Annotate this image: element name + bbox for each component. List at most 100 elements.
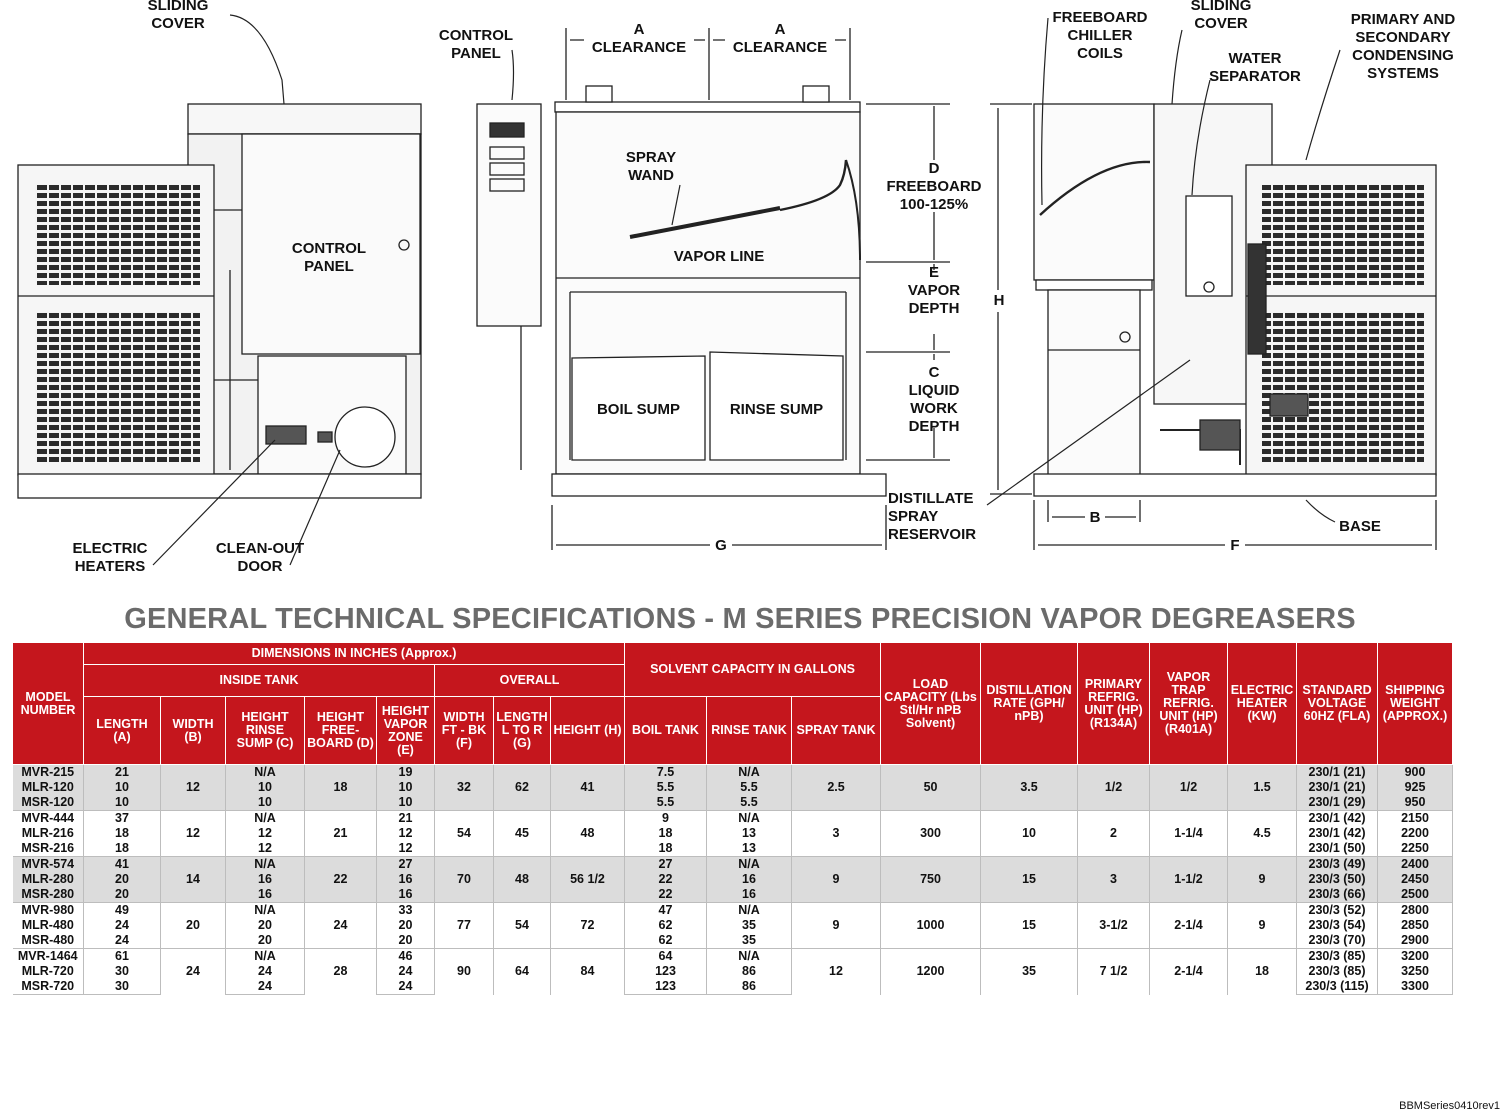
cell-shipping-weight: 925 xyxy=(1377,780,1454,795)
th-electric-heater: ELECTRIC HEATER (KW) xyxy=(1227,642,1298,765)
cell-height-h: 41 xyxy=(550,764,625,811)
cell-height-rinse-sump: 24 xyxy=(225,979,305,995)
label-boil-sump: BOIL SUMP xyxy=(596,401,681,418)
cell-rinse-tank: N/A xyxy=(706,948,792,964)
cell-rinse-tank: 5.5 xyxy=(706,780,792,795)
cell-rinse-tank: 86 xyxy=(706,979,792,995)
th-spray-tank: SPRAY TANK xyxy=(790,696,882,765)
cell-height-vapor-zone: 16 xyxy=(376,872,435,887)
cell-height-rinse-sump: 12 xyxy=(225,841,305,857)
cell-load-capacity: 1200 xyxy=(880,948,982,995)
cell-height-vapor-zone: 33 xyxy=(376,902,435,918)
cell-length-a: 30 xyxy=(83,964,161,979)
cell-model: MLR-120 xyxy=(12,780,84,795)
cell-height-h: 56 1/2 xyxy=(550,856,625,903)
th-primary-refrig: PRIMARY REFRIG. UNIT (HP) (R134A) xyxy=(1077,642,1151,765)
cell-boil-tank: 123 xyxy=(624,964,707,979)
cell-height-vapor-zone: 16 xyxy=(376,887,435,903)
cell-length-l-to-r: 48 xyxy=(493,856,551,903)
cell-height-vapor-zone: 20 xyxy=(376,918,435,933)
cell-rinse-tank: 35 xyxy=(706,933,792,949)
cell-height-vapor-zone: 10 xyxy=(376,780,435,795)
cell-standard-voltage: 230/3 (115) xyxy=(1296,979,1379,995)
th-rinse-tank: RINSE TANK xyxy=(706,696,792,765)
cell-standard-voltage: 230/3 (70) xyxy=(1296,933,1379,949)
label-liquid-work-depth: C LIQUID WORK DEPTH xyxy=(908,364,960,435)
cell-height-rinse-sump: 20 xyxy=(225,933,305,949)
cell-shipping-weight: 2800 xyxy=(1377,902,1454,918)
cell-width-b: 20 xyxy=(160,902,226,949)
cell-electric-heater: 4.5 xyxy=(1227,810,1298,857)
cell-spray-tank: 3 xyxy=(791,810,882,857)
cell-standard-voltage: 230/1 (21) xyxy=(1296,764,1379,780)
cell-standard-voltage: 230/1 (50) xyxy=(1296,841,1379,857)
cell-width-b: 24 xyxy=(160,948,226,995)
label-control-panel-left: CONTROL PANEL xyxy=(291,240,367,275)
th-height-rinse-sump: HEIGHT RINSE SUMP (C) xyxy=(225,696,305,765)
cell-boil-tank: 64 xyxy=(624,948,707,964)
cell-length-a: 20 xyxy=(83,887,161,903)
cell-shipping-weight: 3250 xyxy=(1377,964,1454,979)
cell-electric-heater: 9 xyxy=(1227,856,1298,903)
cell-vapor-trap: 1-1/4 xyxy=(1149,810,1229,857)
cell-model: MVR-444 xyxy=(12,810,84,826)
cell-load-capacity: 1000 xyxy=(880,902,982,949)
label-vapor-depth: E VAPOR DEPTH xyxy=(907,264,961,317)
cell-rinse-tank: 86 xyxy=(706,964,792,979)
label-electric-heaters: ELECTRIC HEATERS xyxy=(72,540,148,575)
cell-primary-refrig: 1/2 xyxy=(1077,764,1151,811)
cell-distillation: 10 xyxy=(980,810,1079,857)
cell-standard-voltage: 230/1 (42) xyxy=(1296,826,1379,841)
th-dimensions: DIMENSIONS IN INCHES (Approx.) xyxy=(83,642,625,665)
label-f: F xyxy=(1230,537,1240,554)
cell-shipping-weight: 2900 xyxy=(1377,933,1454,949)
th-overall: OVERALL xyxy=(434,664,625,697)
cell-standard-voltage: 230/1 (42) xyxy=(1296,810,1379,826)
label-spray-wand: SPRAY WAND xyxy=(625,149,677,184)
cell-shipping-weight: 2400 xyxy=(1377,856,1454,872)
cell-height-vapor-zone: 21 xyxy=(376,810,435,826)
cell-rinse-tank: N/A xyxy=(706,764,792,780)
label-condensing-systems: PRIMARY AND SECONDARY CONDENSING SYSTEMS xyxy=(1350,11,1456,82)
cell-length-a: 10 xyxy=(83,780,161,795)
cell-length-a: 21 xyxy=(83,764,161,780)
cell-width-ft-bk: 90 xyxy=(434,948,494,995)
cell-width-ft-bk: 77 xyxy=(434,902,494,949)
cell-boil-tank: 62 xyxy=(624,918,707,933)
th-height-vapor-zone: HEIGHT VAPOR ZONE (E) xyxy=(376,696,435,765)
cell-boil-tank: 7.5 xyxy=(624,764,707,780)
cell-load-capacity: 750 xyxy=(880,856,982,903)
cell-height-h: 72 xyxy=(550,902,625,949)
cell-spray-tank: 2.5 xyxy=(791,764,882,811)
th-solvent-capacity: SOLVENT CAPACITY IN GALLONS xyxy=(623,642,882,697)
cell-height-vapor-zone: 20 xyxy=(376,933,435,949)
cell-width-b: 12 xyxy=(160,810,226,857)
degreaser-diagrams xyxy=(17,14,1437,566)
label-h: H xyxy=(993,292,1005,309)
label-rinse-sump: RINSE SUMP xyxy=(729,401,824,418)
cell-length-a: 41 xyxy=(83,856,161,872)
label-sliding-cover-right: SLIDING COVER xyxy=(1190,0,1252,32)
cell-height-h: 84 xyxy=(550,948,625,995)
right-side-view xyxy=(986,17,1437,550)
cell-height-rinse-sump: N/A xyxy=(225,810,305,826)
cell-model: MLR-280 xyxy=(12,872,84,887)
th-height-freeboard: HEIGHT FREE- BOARD (D) xyxy=(304,696,377,765)
th-length-a: LENGTH (A) xyxy=(83,696,161,765)
cell-electric-heater: 18 xyxy=(1227,948,1298,995)
cell-height-vapor-zone: 12 xyxy=(376,826,435,841)
cell-vapor-trap: 1-1/2 xyxy=(1149,856,1229,903)
cell-boil-tank: 5.5 xyxy=(624,780,707,795)
cell-rinse-tank: 16 xyxy=(706,887,792,903)
cell-length-l-to-r: 62 xyxy=(493,764,551,811)
cell-width-ft-bk: 54 xyxy=(434,810,494,857)
cell-length-a: 24 xyxy=(83,933,161,949)
